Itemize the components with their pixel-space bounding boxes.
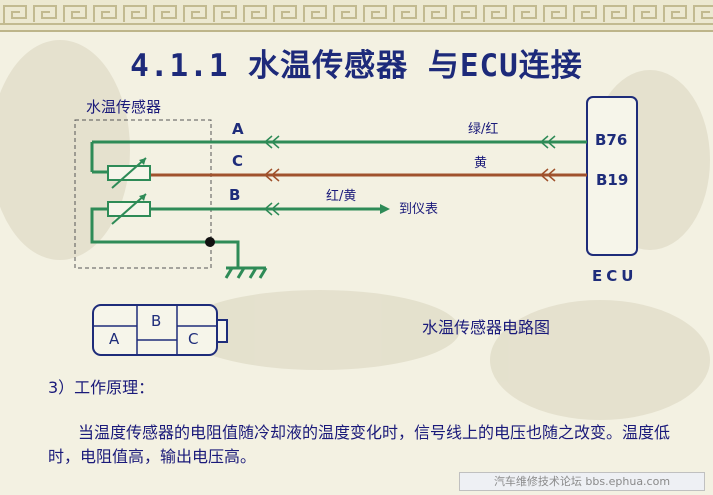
- to-gauge-arrow: [380, 204, 390, 214]
- connector-pin-c: C: [188, 330, 198, 348]
- pin-label-c: C: [232, 152, 243, 170]
- pin-label-a: A: [232, 120, 244, 138]
- thermistor-1: [107, 157, 151, 189]
- to-gauge-label: 到仪表: [399, 202, 438, 217]
- meander-pattern: [0, 5, 713, 25]
- thermistor-2: [107, 193, 151, 225]
- section-body: 当温度传感器的电阻值随冷却液的温度变化时，信号线上的电压也随之改变。温度低时，电…: [48, 423, 671, 466]
- section-heading: 3）工作原理：: [48, 378, 155, 397]
- pin-label-b: B: [229, 186, 240, 204]
- wire-label-red-yellow: 红/黄: [326, 188, 356, 204]
- connector-pin-a: A: [109, 330, 120, 348]
- page-title: 4.1.1 水温传感器 与ECU连接: [130, 48, 583, 84]
- sensor-dashed-box: [74, 119, 212, 269]
- chevrons-c: [263, 168, 556, 182]
- chevrons-a: [263, 135, 556, 149]
- sensor-label: 水温传感器: [86, 98, 161, 116]
- ink-wash-background: [0, 40, 710, 420]
- ground-wire: [90, 207, 240, 268]
- footer-watermark: 汽车维修技术论坛 bbs.ephua.com: [459, 472, 705, 491]
- ground-symbol: [224, 266, 268, 279]
- junction-dot: [205, 237, 215, 247]
- ecu-label: ECU: [592, 267, 637, 285]
- ecu-pin-b19: B19: [596, 171, 628, 189]
- ecu-pin-b76: B76: [595, 131, 627, 149]
- wire-label-yellow: 黄: [474, 156, 487, 171]
- connector-pin-b: B: [151, 312, 161, 330]
- chevrons-b: [263, 202, 280, 216]
- wire-label-green-red: 绿/红: [468, 121, 498, 137]
- diagram-caption: 水温传感器电路图: [422, 318, 550, 337]
- connector: [92, 304, 228, 356]
